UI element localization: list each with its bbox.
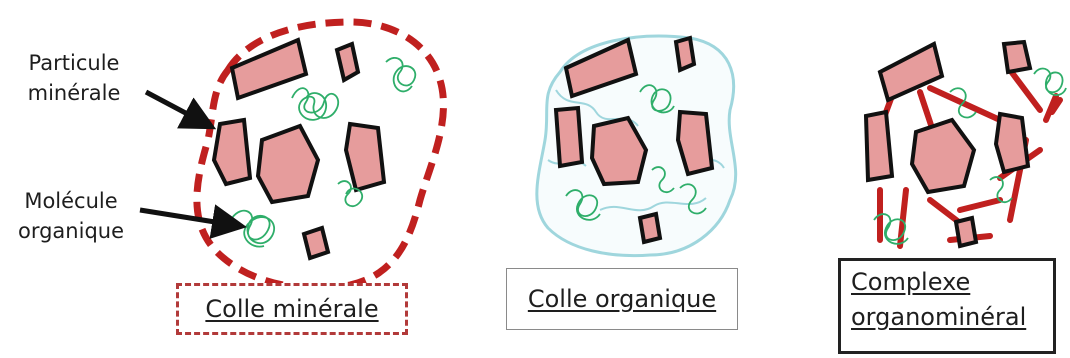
mineral-particle: [346, 124, 384, 190]
mineral-particle: [232, 40, 306, 98]
caption-mineral-glue: Colle minérale: [176, 283, 408, 335]
arrow-to-particle: [146, 92, 210, 126]
organic-particle: [556, 108, 582, 166]
molecule-label: Molécule organique: [8, 186, 134, 247]
mineral-particle: [304, 228, 328, 258]
caption-complex-line2: organominéral: [851, 300, 1043, 335]
mineral-particle: [214, 120, 250, 184]
caption-organic-glue: Colle organique: [506, 268, 738, 330]
panel-organic-glue: [537, 36, 736, 255]
caption-organomineral-complex: Complexe organominéral: [838, 258, 1056, 354]
organomineral-particle: [912, 120, 974, 192]
organomineral-particle: [1004, 42, 1030, 72]
mineral-particle: [337, 44, 358, 80]
particle-label-line2: minérale: [14, 78, 134, 108]
mineral-particle: [258, 126, 318, 202]
caption-mineral-glue-text: Colle minérale: [205, 295, 378, 323]
molecule-label-line1: Molécule: [8, 186, 134, 216]
panel-mineral-glue: [140, 22, 443, 288]
organic-particle: [640, 214, 660, 242]
particle-label: Particule minérale: [14, 48, 134, 109]
arrow-to-molecule: [140, 210, 240, 226]
organomineral-particle: [996, 114, 1028, 172]
organomineral-particle: [866, 112, 892, 180]
organomineral-particle: [956, 218, 976, 246]
caption-complex-line1: Complexe: [851, 265, 1043, 300]
molecule-label-line2: organique: [8, 216, 134, 246]
organic-particle: [676, 38, 694, 70]
particle-label-line1: Particule: [14, 48, 134, 78]
panel-organomineral-complex: [866, 42, 1066, 246]
caption-organic-glue-text: Colle organique: [528, 285, 716, 313]
